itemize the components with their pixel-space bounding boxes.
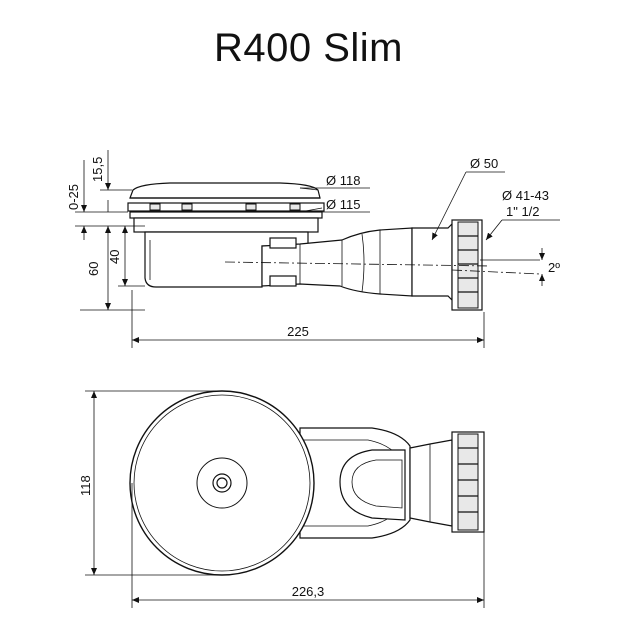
- drain-cover: [129, 182, 321, 199]
- top-view: 118 226,3: [78, 390, 485, 608]
- drawing-title: R400 Slim: [213, 26, 403, 70]
- dim-d115-label: Ø 115: [326, 197, 360, 212]
- dim-60-label: 60: [86, 262, 101, 276]
- side-view: 0-25 15,5 60 40 Ø 118 Ø 115 Ø 50 Ø 41-43…: [66, 150, 560, 348]
- dim-0-25-label: 0-25: [66, 184, 81, 210]
- dim-d41-43-label: Ø 41-43: [502, 188, 549, 203]
- top-adapter: [409, 439, 453, 527]
- dim-226-3-label: 226,3: [292, 584, 325, 599]
- dim-118-label: 118: [78, 475, 93, 496]
- dim-15-5-label: 15,5: [90, 157, 105, 182]
- top-cover-inner: [133, 394, 311, 572]
- dim-thread-label: 1" 1/2: [506, 204, 540, 219]
- dim-40-label: 40: [107, 250, 122, 264]
- dim-225-label: 225: [287, 324, 309, 339]
- dim-d50-label: Ø 50: [470, 156, 498, 171]
- outlet-adapter: [411, 222, 453, 302]
- drain-flange: [127, 202, 325, 212]
- dim-angle-label: 2º: [548, 260, 560, 275]
- dim-d118-label: Ø 118: [326, 173, 360, 188]
